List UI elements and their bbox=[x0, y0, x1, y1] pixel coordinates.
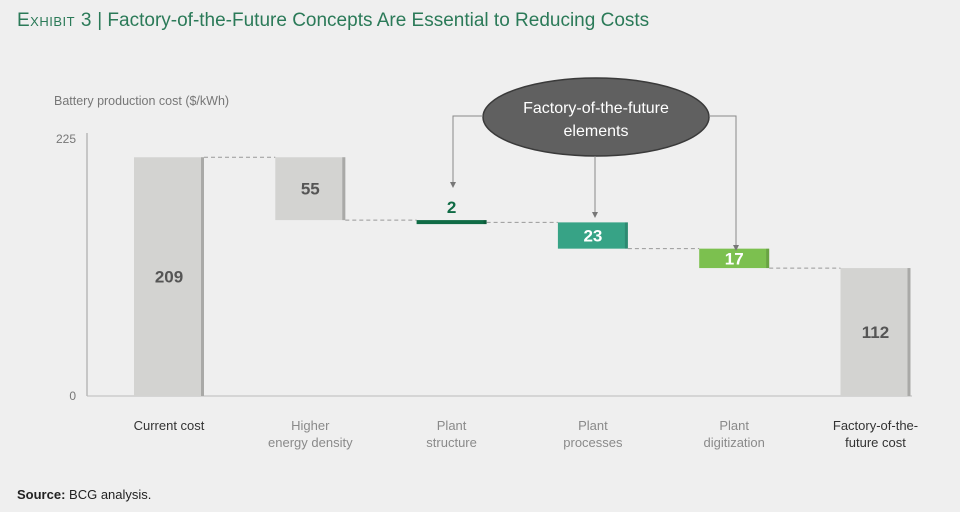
category-label-line2: digitization bbox=[703, 435, 764, 450]
category-label-line1: Plant bbox=[719, 418, 749, 433]
data-label: 17 bbox=[725, 249, 744, 268]
bar-3 bbox=[557, 222, 628, 249]
category-label-line2: structure bbox=[426, 435, 477, 450]
arrowhead-icon bbox=[733, 245, 739, 251]
arrowhead-icon bbox=[450, 182, 456, 188]
category-label-line1: Plant bbox=[437, 418, 467, 433]
bar-edge bbox=[483, 220, 487, 225]
source-label: Source: bbox=[17, 487, 66, 502]
category-label-line1: Plant bbox=[578, 418, 608, 433]
data-label: 2 bbox=[447, 198, 456, 217]
y-axis-label: Battery production cost ($/kWh) bbox=[54, 94, 229, 108]
category-label-line2: future cost bbox=[845, 435, 906, 450]
source-text: BCG analysis. bbox=[69, 487, 152, 502]
arrow-to-plant-structure bbox=[452, 115, 483, 183]
title-separator: | bbox=[97, 10, 103, 31]
exhibit-number: Exhibit 3 bbox=[17, 10, 92, 31]
callout-line1: Factory-of-the-future bbox=[523, 100, 669, 117]
data-label: 209 bbox=[155, 268, 183, 287]
bar-1 bbox=[275, 157, 346, 221]
bar-2 bbox=[416, 220, 487, 225]
y-tick-225: 225 bbox=[56, 132, 76, 146]
data-label: 23 bbox=[583, 227, 602, 246]
y-tick-0: 0 bbox=[69, 389, 76, 403]
callout: Factory-of-the-future elements bbox=[450, 77, 739, 251]
bar-edge bbox=[342, 157, 346, 221]
category-label-line1: Current cost bbox=[134, 418, 205, 433]
chart-title: Exhibit 3 | Factory-of-the-Future Concep… bbox=[17, 10, 649, 32]
category-label-line1: Higher bbox=[291, 418, 330, 433]
bar-5 bbox=[840, 268, 911, 396]
category-label-line2: processes bbox=[563, 435, 623, 450]
bar-0 bbox=[134, 157, 204, 396]
callout-line2: elements bbox=[564, 123, 629, 140]
arrow-to-plant-digitization bbox=[709, 115, 737, 246]
bar-edge bbox=[201, 157, 204, 396]
bar-4 bbox=[699, 248, 770, 269]
bar-edge bbox=[907, 268, 911, 396]
data-label: 112 bbox=[862, 323, 889, 342]
arrowhead-icon bbox=[592, 212, 598, 218]
title-text: Factory-of-the-Future Concepts Are Essen… bbox=[107, 10, 650, 31]
data-label: 55 bbox=[301, 180, 320, 199]
category-label-line1: Factory-of-the- bbox=[833, 418, 918, 433]
source-note: Source: BCG analysis. bbox=[17, 487, 151, 502]
callout-ellipse bbox=[482, 77, 710, 157]
bar-edge bbox=[624, 222, 628, 249]
bar-edge bbox=[766, 248, 770, 269]
category-label-line2: energy density bbox=[268, 435, 353, 450]
